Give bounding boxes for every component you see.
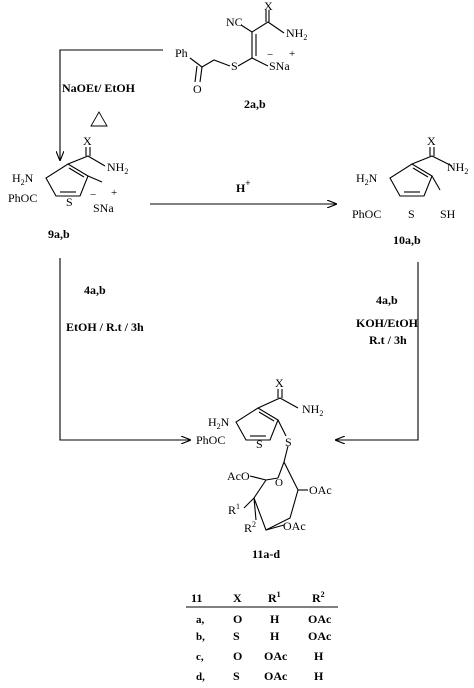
table-row: b, S H OAc: [196, 629, 332, 643]
amine-group: H2N: [12, 171, 34, 187]
row-id: a,: [196, 614, 205, 626]
compound-10: H2N X NH2 PhOC S SH 10a,b: [352, 134, 468, 247]
x-substituent: X: [264, 0, 273, 13]
r2-substituent: R2: [244, 520, 256, 535]
row-r2: OAc: [308, 612, 332, 626]
sodium-thiolate: SNa: [93, 201, 114, 215]
row-id: d,: [196, 671, 205, 683]
thiol-group: SH: [440, 207, 456, 221]
condition-step4-detail: KOH/EtOH: [356, 316, 419, 330]
compound-label-11: 11a-d: [252, 547, 280, 561]
c2-acetoxy-group: OAc: [309, 483, 332, 497]
row-x: S: [233, 669, 240, 683]
arrow-2-to-9: [60, 49, 163, 160]
amine-group: H2N: [356, 171, 378, 187]
negative-charge: −: [267, 49, 273, 61]
ring-sulfur: S: [256, 437, 263, 451]
amine-group: NH2: [286, 26, 307, 42]
ring-oxygen: O: [275, 477, 283, 489]
benzoyl-group: PhOC: [196, 433, 225, 447]
condition-step4-reagent: 4a,b: [376, 293, 398, 307]
row-r1: H: [270, 629, 280, 643]
c3-acetoxy-group: OAc: [283, 519, 306, 533]
benzoyl-group: PhOC: [352, 207, 381, 221]
nitrile-group: NC: [226, 15, 243, 29]
substituent-table: 11 X R1 R2 a, O H OAc b, S H OAc c, O OA…: [186, 590, 338, 683]
table-row: a, O H OAc: [196, 612, 332, 626]
row-r1: OAc: [264, 649, 288, 663]
compound-9: H2N X NH2 PhOC S − + SNa 9a,b: [8, 134, 128, 241]
reaction-conditions: NaOEt/ EtOH H+ 4a,b EtOH / R.t / 3h 4a,b…: [62, 81, 419, 347]
condition-step2-reagent: H+: [236, 178, 250, 195]
table-header-compound: 11: [191, 591, 202, 605]
row-r1: H: [270, 612, 280, 626]
compound-label-9: 9a,b: [48, 227, 70, 241]
x-substituent: X: [83, 134, 92, 148]
arrow-9-to-11: [59, 258, 190, 440]
reaction-arrows: [59, 49, 419, 440]
sodium-thiolate: SNa: [269, 59, 290, 73]
row-x: O: [233, 612, 242, 626]
negative-charge: −: [90, 189, 96, 201]
compound-label-2: 2a,b: [244, 97, 266, 111]
r1-substituent: R1: [228, 502, 240, 517]
arrow-10-to-11: [336, 262, 419, 440]
heat-triangle-icon: [90, 111, 108, 127]
table-header-r1: R1: [268, 590, 281, 605]
ring-sulfur: S: [408, 207, 415, 221]
row-id: b,: [196, 631, 205, 643]
row-id: c,: [196, 651, 204, 663]
row-r2: H: [314, 649, 324, 663]
row-r1: OAc: [264, 669, 288, 683]
table-row: c, O OAc H: [196, 649, 324, 663]
amine-group: H2N: [208, 415, 230, 431]
phenyl-group: Ph: [175, 46, 188, 60]
row-x: S: [233, 629, 240, 643]
ring-sulfur: S: [66, 195, 73, 209]
x-substituent: X: [275, 376, 284, 390]
acetoxymethyl-group: AcO: [227, 469, 250, 483]
x-substituent: X: [427, 134, 436, 148]
glycosidic-sulfur: S: [285, 435, 292, 449]
compound-label-10: 10a,b: [393, 233, 421, 247]
row-r2: H: [314, 669, 324, 683]
table-header-x: X: [233, 591, 242, 605]
carboxamide-nh2: NH2: [447, 160, 468, 176]
carboxamide-nh2: NH2: [302, 402, 323, 418]
carboxamide-nh2: NH2: [107, 160, 128, 176]
condition-step3-detail: EtOH / R.t / 3h: [66, 320, 144, 334]
row-r2: OAc: [308, 629, 332, 643]
row-x: O: [233, 649, 242, 663]
table-row: d, S OAc H: [196, 669, 324, 683]
table-header-r2: R2: [312, 590, 325, 605]
condition-step4-time: R.t / 3h: [369, 333, 407, 347]
condition-step1: NaOEt/ EtOH: [62, 81, 136, 95]
thioether-sulfur: S: [231, 59, 238, 73]
carbonyl-oxygen: O: [193, 82, 202, 96]
condition-step3-reagent: 4a,b: [84, 283, 106, 297]
compound-11: H2N X NH2 PhOC S S AcO O OAc R1 R2 OAc 1…: [196, 376, 332, 561]
positive-charge: +: [289, 48, 295, 60]
compound-2: X NC NH2 Ph S − + SNa O 2a,b: [175, 0, 307, 111]
positive-charge: +: [111, 187, 117, 199]
benzoyl-group: PhOC: [8, 191, 37, 205]
